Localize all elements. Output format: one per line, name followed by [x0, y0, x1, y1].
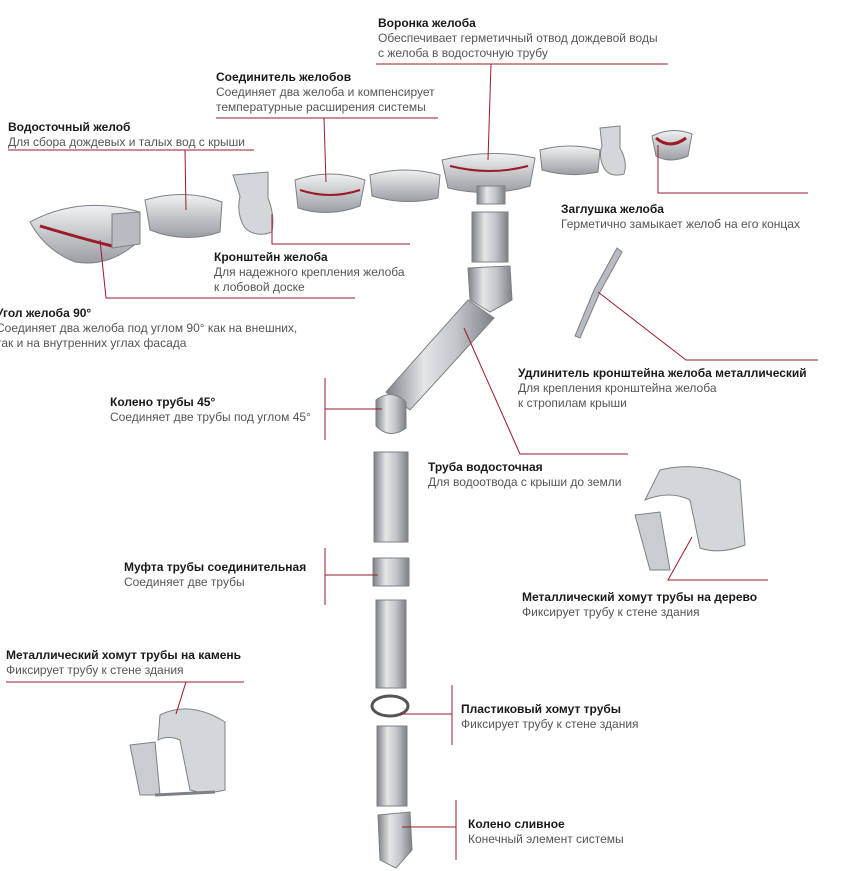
label-corner: Угол желоба 90° Соединяет два желоба под…: [0, 306, 297, 351]
gutter-part: [144, 193, 223, 239]
label-title: Водосточный желоб: [8, 120, 131, 134]
downpipe-segment-1: [373, 451, 409, 543]
label-title: Удлинитель кронштейна желоба металлическ…: [518, 366, 807, 380]
label-line: Фиксирует трубу к стене здания: [6, 663, 184, 677]
label-gutter: Водосточный желоб Для сбора дождевых и т…: [8, 120, 245, 150]
label-title: Муфта трубы соединительная: [124, 560, 307, 574]
label-title: Соединитель желобов: [216, 70, 352, 84]
label-title: Колено сливное: [468, 817, 565, 831]
label-outlet: Колено сливное Конечный элемент системы: [468, 817, 624, 847]
label-line: Для надежного крепления желоба: [214, 265, 405, 279]
label-funnel: Воронка желоба Обеспечивает герметичный …: [378, 16, 658, 61]
label-clamp-plastic: Пластиковый хомут трубы Фиксирует трубу …: [461, 702, 639, 732]
pipe-elbow-45: [375, 394, 407, 434]
leader-lines: [6, 63, 818, 860]
label-line: Фиксирует трубу к стене здания: [522, 605, 700, 619]
label-pipe: Труба водосточная Для водоотвода с крыши…: [428, 460, 621, 490]
label-line: Для сбора дождевых и талых вод с крыши: [8, 135, 245, 149]
label-endcap: Заглушка желоба Герметично замыкает жело…: [561, 202, 800, 232]
plastic-clamp-part: [370, 694, 410, 718]
label-connector: Соединитель желобов Соединяет два желоба…: [216, 70, 435, 115]
pipe-coupling-part: [372, 557, 410, 587]
label-title: Воронка желоба: [378, 16, 476, 30]
label-line: Для водоотвода с крыши до земли: [428, 475, 622, 489]
label-coupling: Муфта трубы соединительная Соединяет две…: [124, 560, 306, 590]
endcap-part: [651, 130, 693, 161]
downpipe-segment-3: [376, 725, 408, 807]
gutter-part-2: [369, 169, 441, 203]
label-extender: Удлинитель кронштейна желоба металлическ…: [518, 366, 807, 411]
label-line: Обеспечивает герметичный отвод дождевой …: [378, 31, 658, 45]
funnel-part: [441, 153, 536, 205]
label-title: Угол желоба 90°: [0, 306, 92, 320]
label-line: Для крепления кронштейна желоба: [518, 381, 717, 395]
wood-clamp-part: [634, 466, 746, 571]
label-line: Соединяет два желоба под углом 90° как н…: [0, 321, 298, 335]
label-line: к стропилам крыши: [518, 396, 627, 410]
label-line: с желоба в водосточную трубу: [378, 46, 548, 60]
label-line: Конечный элемент системы: [468, 832, 624, 846]
label-title: Труба водосточная: [428, 460, 543, 474]
connector-part: [294, 173, 366, 214]
label-elbow45: Колено трубы 45° Соединяет две трубы под…: [110, 395, 311, 425]
downpipe-segment-2: [375, 599, 407, 689]
label-line: так и на внутренних углах фасада: [0, 336, 187, 350]
label-line: Соединяет два желоба и компенсирует: [216, 85, 435, 99]
label-title: Колено трубы 45°: [110, 395, 216, 409]
label-title: Заглушка желоба: [561, 202, 664, 216]
pipe-elbow-top: [467, 265, 513, 313]
gutter-corner-part: [29, 204, 141, 264]
label-bracket: Кронштейн желоба Для надежного крепления…: [214, 250, 405, 295]
bracket-part: [232, 171, 274, 235]
bracket-part-2: [599, 125, 626, 176]
label-line: Соединяет две трубы под углом 45°: [110, 410, 311, 424]
label-title: Кронштейн желоба: [214, 250, 328, 264]
label-line: Фиксирует трубу к стене здания: [461, 717, 639, 731]
label-title: Металлический хомут трубы на дерево: [522, 590, 758, 604]
label-line: температурные расширения системы: [216, 100, 426, 114]
label-clamp-stone: Металлический хомут трубы на камень Фикс…: [6, 648, 241, 678]
stone-clamp-part: [129, 708, 226, 797]
pipe-diagonal-segment: [385, 299, 495, 411]
label-line: к лобовой доске: [214, 280, 305, 294]
label-title: Металлический хомут трубы на камень: [6, 648, 242, 662]
label-clamp-wood: Металлический хомут трубы на дерево Фикс…: [522, 590, 757, 620]
downpipe-top-segment: [471, 211, 509, 263]
label-line: Герметично замыкает желоб на его концах: [561, 217, 800, 231]
gutter-part-3: [539, 145, 601, 176]
label-title: Пластиковый хомут трубы: [461, 702, 622, 716]
label-line: Соединяет две трубы: [124, 575, 245, 589]
outlet-elbow-part: [377, 811, 413, 869]
